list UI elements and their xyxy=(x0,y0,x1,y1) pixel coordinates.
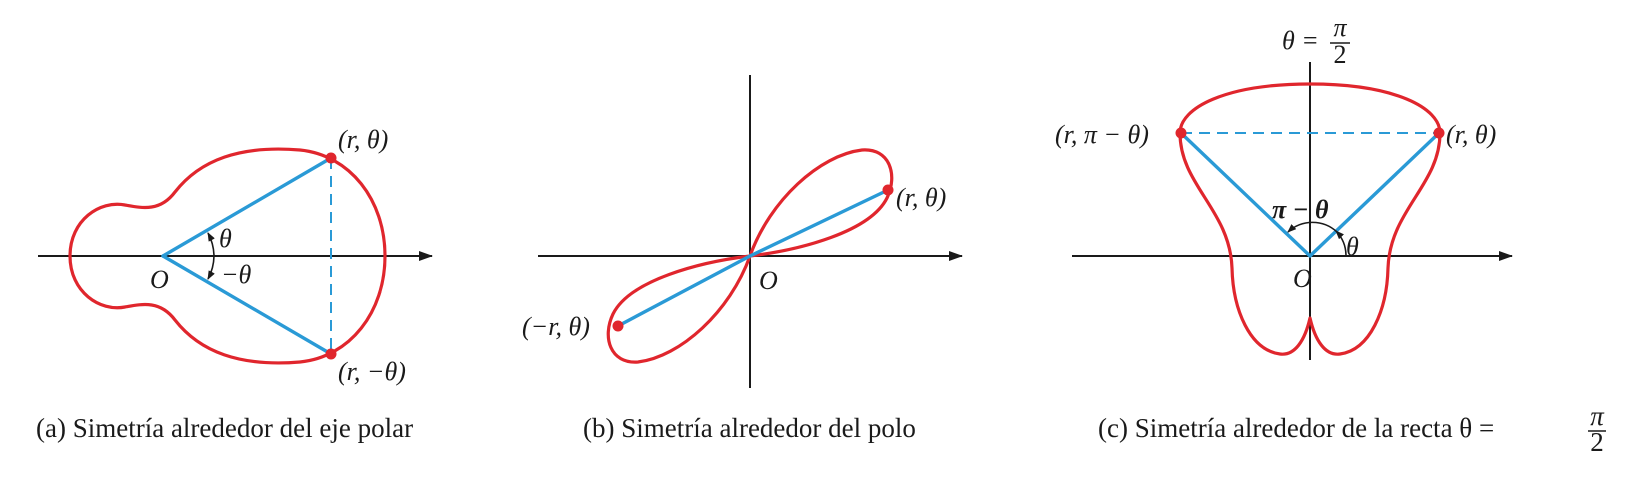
angle-label-a-upper: θ xyxy=(219,224,232,253)
point-a-upper xyxy=(325,152,337,164)
segment-c-left xyxy=(1179,131,1312,258)
curve-c xyxy=(1178,82,1442,356)
segment-b-upper xyxy=(748,188,890,258)
point-label-a-lower: (r, −θ) xyxy=(338,357,406,386)
caption-c-num: π xyxy=(1590,401,1605,431)
point-a-lower xyxy=(325,348,337,360)
segment-a-upper xyxy=(161,156,333,258)
angle-label-a-lower: −θ xyxy=(221,260,252,289)
point-label-a-upper: (r, θ) xyxy=(338,125,388,154)
curve-a xyxy=(68,147,387,365)
origin-label-c: O xyxy=(1293,264,1312,293)
angle-arc-c-right xyxy=(1335,230,1347,257)
point-b-upper xyxy=(882,184,894,196)
caption-c-den: 2 xyxy=(1590,427,1604,457)
panel-b: O (r, θ) (−r, θ) (b) Simetría alrededor … xyxy=(522,75,963,443)
panel-a: O θ −θ (r, θ) (r, −θ) (a) Simetría alred… xyxy=(36,125,433,443)
point-label-c-left: (r, π − θ) xyxy=(1055,120,1149,149)
axis-label-c-den: 2 xyxy=(1334,40,1347,69)
origin-label-a: O xyxy=(150,265,169,294)
point-b-lower xyxy=(612,320,624,332)
angle-arc-c-left xyxy=(1287,221,1338,233)
caption-a: (a) Simetría alrededor del eje polar xyxy=(36,413,413,443)
caption-b: (b) Simetría alrededor del polo xyxy=(583,413,916,443)
axis-label-c-prefix: θ = xyxy=(1282,26,1319,55)
point-label-c-right: (r, θ) xyxy=(1446,120,1496,149)
segment-c-right xyxy=(1308,131,1441,258)
point-label-b-upper: (r, θ) xyxy=(896,183,946,212)
angle-arc-lower xyxy=(207,255,215,280)
angle-label-c-left: π − θ xyxy=(1272,195,1329,224)
point-label-b-lower: (−r, θ) xyxy=(522,312,590,341)
angle-arc-upper xyxy=(207,232,215,257)
segment-a-lower xyxy=(161,254,333,356)
point-c-right xyxy=(1433,127,1445,139)
axis-label-c-num: π xyxy=(1333,13,1347,42)
panel-c: O θ π − θ (r, θ) (r, π − θ) θ = π 2 (c) … xyxy=(1055,13,1606,457)
origin-label-b: O xyxy=(759,266,778,295)
segment-b-lower xyxy=(616,254,752,328)
point-c-left xyxy=(1175,127,1187,139)
caption-c: (c) Simetría alrededor de la recta θ = xyxy=(1098,413,1494,443)
angle-label-c-right: θ xyxy=(1346,232,1359,261)
